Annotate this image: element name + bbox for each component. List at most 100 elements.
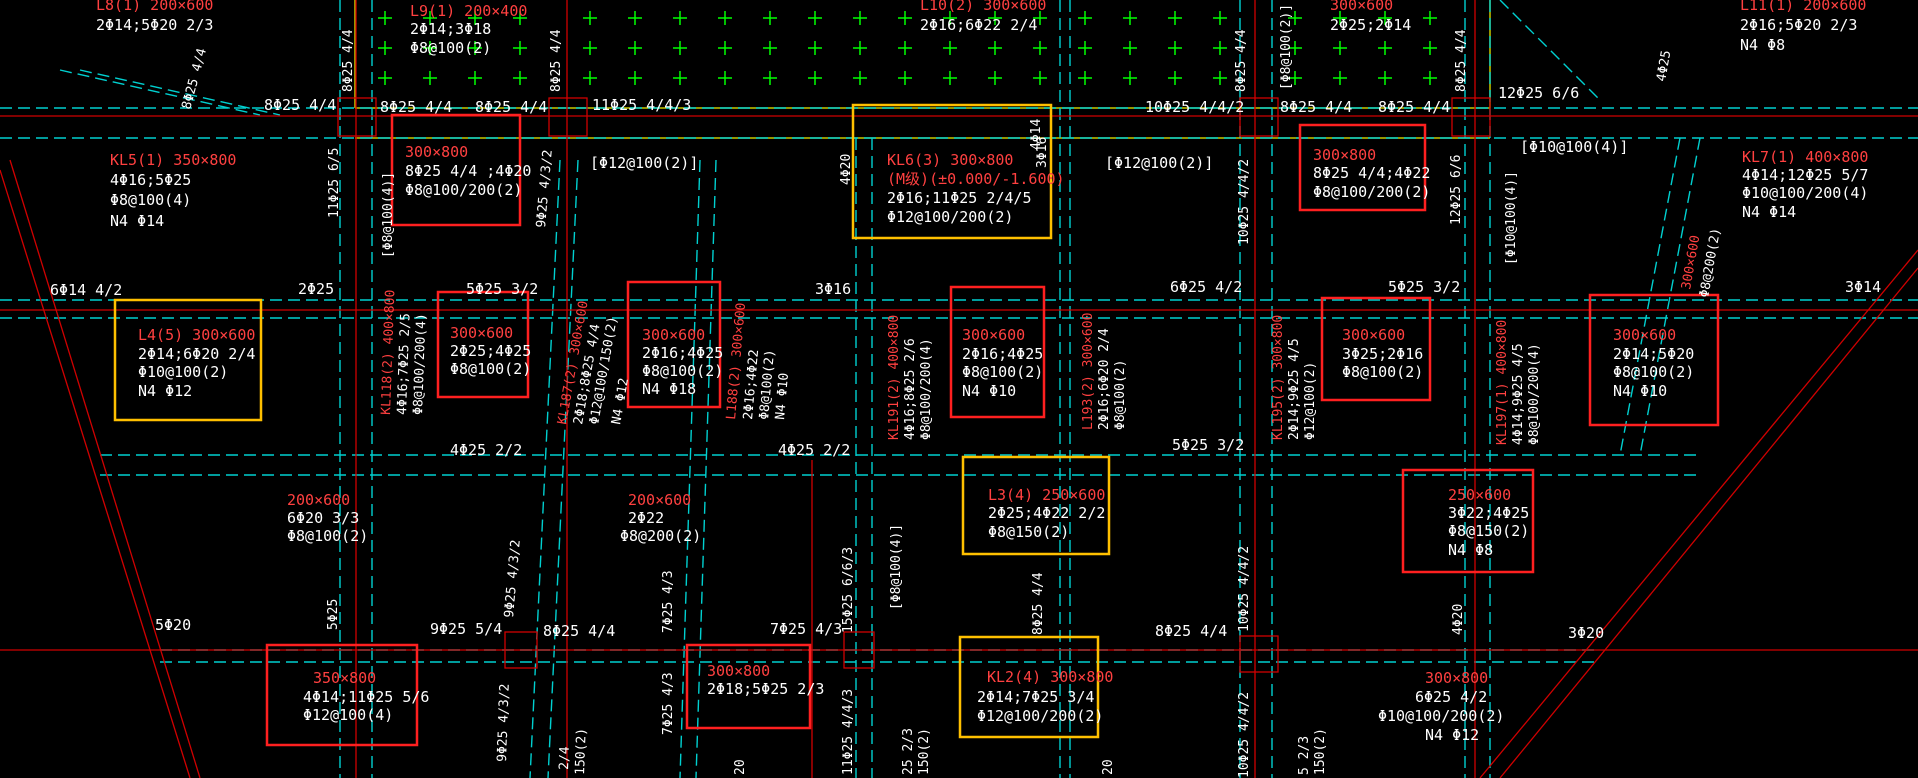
rebar-label: 15Φ25 6/6/3 (841, 547, 856, 633)
rebar-label: 3Φ16 (1035, 137, 1050, 168)
rebar-label: 2/4 (557, 746, 573, 770)
beam-label: 4Φ16;7Φ25 2/5 (395, 313, 414, 415)
beam-label: 2Φ18;5Φ25 2/3 (707, 680, 824, 698)
beam-label: 250×600 (1448, 486, 1511, 504)
beam-label: 4Φ14;11Φ25 5/6 (303, 688, 429, 706)
beam-label: Φ8@100(2) (642, 362, 723, 380)
rebar-label: 8Φ25 4/4 (341, 29, 356, 92)
beam-label: Φ8@100(4) (110, 191, 191, 209)
beam-label: 4Φ14;12Φ25 5/7 (1742, 166, 1868, 184)
rebar-label: 10Φ25 4/4/2 (1237, 546, 1252, 632)
beam-label: L9(1) 200×400 (410, 2, 527, 20)
rebar-label: 8Φ25 4/4 (1280, 98, 1352, 116)
beam-label: KL5(1) 350×800 (110, 151, 236, 169)
rebar-label: 150(2) (573, 728, 590, 775)
rebar-label: 6Φ25 4/2 (1170, 278, 1242, 296)
beam-label: 300×600 (1613, 326, 1676, 344)
beam-label: L10(2) 300×600 (920, 0, 1046, 14)
rebar-label: 4Φ14 (1029, 119, 1044, 150)
rebar-label: 10Φ25 4/4/2 (1237, 159, 1252, 245)
beam-label: Φ8@100(2) (1613, 363, 1694, 381)
beam-label: 2Φ16;11Φ25 2/4/5 (887, 189, 1032, 207)
beam-label: 200×600 (628, 491, 691, 509)
beam-label: Φ8@100(2) (410, 39, 491, 57)
beam-label: 2Φ14;6Φ20 2/4 (138, 345, 255, 363)
rebar-label: 4Φ25 2/2 (778, 441, 850, 459)
beam-label: 2Φ22 (628, 509, 664, 527)
stirrup-label: [Φ12@100(2)] (1105, 154, 1213, 172)
beam-label: Φ10@100(2) (138, 363, 228, 381)
rebar-label: 20 (733, 759, 748, 775)
beam-label: N4 Φ14 (1742, 203, 1796, 221)
beam-label: Φ8@100/200(4) (919, 338, 934, 440)
rebar-label: 6Φ14 4/2 (50, 281, 122, 299)
rebar-label: 8Φ25 4/4 (549, 29, 564, 92)
rebar-label: 11Φ25 4/4/3 (841, 689, 856, 775)
beam-label: N4 Φ10 (1613, 382, 1667, 400)
beam-label: KL197(1) 400×800 (1495, 320, 1510, 445)
beam-label: N4 Φ12 (138, 382, 192, 400)
rebar-label: 3Φ14 (1845, 278, 1881, 296)
rebar-label: 7Φ25 4/3 (661, 672, 676, 735)
beam-label: 2Φ25;4Φ22 2/2 (988, 504, 1105, 522)
rebar-label: 8Φ25 4/4 (1234, 29, 1249, 92)
rebar-label: 2Φ25 (298, 280, 334, 298)
rebar-label: 10Φ25 4/4/2 (1145, 98, 1244, 116)
beam-label: N4 Φ8 (1740, 36, 1785, 54)
rebar-label: 3Φ20 (1568, 624, 1604, 642)
beam-label: 2Φ16;6Φ22 2/4 (920, 16, 1037, 34)
rebar-label: 8Φ25 4/4 (1378, 98, 1450, 116)
beam-label: L3(4) 250×600 (988, 486, 1105, 504)
beam-label: 2Φ16;4Φ22 (741, 349, 762, 420)
rebar-label: 10Φ25 4/4/2 (1237, 692, 1252, 778)
rebar-label: 12Φ25 6/6 (1498, 84, 1579, 102)
beam-label: Φ8@100(2) (1342, 363, 1423, 381)
horizontal-annotations: L8(1) 200×600 2Φ14;5Φ20 2/3 L9(1) 200×40… (50, 0, 1881, 744)
rebar-label: 9Φ25 5/4 (430, 620, 502, 638)
beam-label: 3Φ25;2Φ16 (1342, 345, 1423, 363)
beam-label: 2Φ25;2Φ14 (1330, 16, 1411, 34)
rebar-label: 150(2) (1313, 728, 1328, 775)
rebar-label: 4Φ25 2/2 (450, 441, 522, 459)
red-highlight-boxes (265, 113, 1720, 747)
beam-label: 300×800 (405, 143, 468, 161)
rebar-label: 3Φ16 (815, 280, 851, 298)
beam-label: 300×600 (450, 324, 513, 342)
rebar-label: 7Φ25 4/3 (770, 620, 842, 638)
beam-label: 4Φ16;5Φ25 (110, 171, 191, 189)
beam-label: N4 Φ10 (773, 372, 792, 420)
rebar-label: 4Φ20 (839, 154, 854, 185)
rebar-label: 5Φ25 3/2 (1388, 278, 1460, 296)
beam-label: L8(1) 200×600 (96, 0, 213, 14)
rebar-label: 4Φ25 (1654, 49, 1674, 82)
beam-label: 6Φ20 3/3 (287, 509, 359, 527)
grid-markers (378, 11, 1437, 85)
beam-label: N4 Φ14 (110, 212, 164, 230)
beam-label: 2Φ16;4Φ25 (962, 345, 1043, 363)
beam-label: 8Φ25 4/4 ;4Φ20 (405, 162, 531, 180)
beam-label: 300×600 (962, 326, 1025, 344)
beam-label: Φ12@100/200(2) (977, 707, 1103, 725)
beam-label: Φ8@100(2) (757, 349, 778, 420)
yellow-highlight-boxes (113, 103, 1111, 739)
rebar-label: 8Φ25 4/4 (543, 622, 615, 640)
rebar-label: 9Φ25 4/3/2 (495, 683, 513, 762)
beam-label: Φ8@100(2) (962, 363, 1043, 381)
beam-label: KL118(2) 400×800 (379, 289, 398, 415)
beam-label: N4 Φ8 (1448, 541, 1493, 559)
beam-label: KL7(1) 400×800 (1742, 148, 1868, 166)
beam-label: Φ10@100/200(2) (1378, 707, 1504, 725)
rebar-label: 5Φ20 (155, 616, 191, 634)
beam-label: Φ8@100/200(2) (405, 181, 522, 199)
rebar-label: 8Φ25 4/4 (1031, 572, 1046, 635)
beam-label: 2Φ14;7Φ25 3/4 (977, 688, 1094, 706)
rebar-label: 8Φ25 4/4 (1155, 622, 1227, 640)
rebar-label: 25 2/3 (901, 728, 916, 775)
stirrup-label: [Φ8@100(4)] (381, 172, 396, 258)
beam-label: 2Φ14;5Φ20 (1613, 345, 1694, 363)
rebar-label: 8Φ25 4/4 (1454, 29, 1469, 92)
rebar-label: 11Φ25 6/5 (327, 148, 342, 218)
beam-label: L11(1) 200×600 (1740, 0, 1866, 14)
rebar-label: 12Φ25 6/6 (1449, 155, 1464, 225)
stirrup-label: [Φ8@100(2)] (1279, 4, 1294, 90)
